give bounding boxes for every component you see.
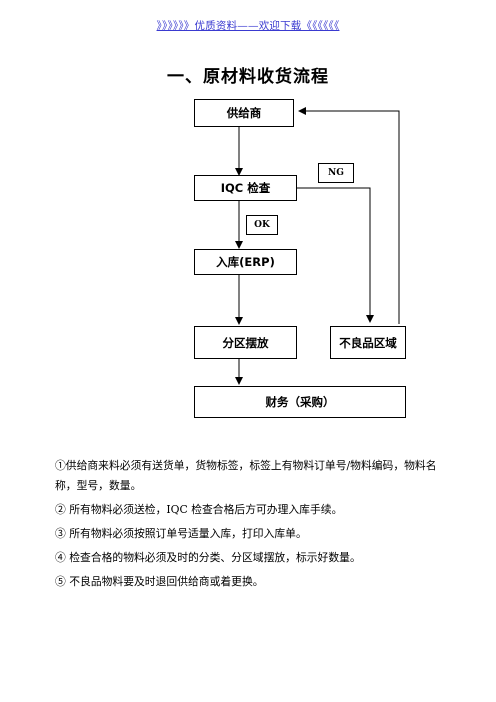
ok-label: OK	[246, 215, 278, 235]
arrow-iqc-to-defect	[297, 187, 374, 323]
arrow-defect-to-supplier	[298, 107, 400, 324]
note-item: ② 所有物料必须送检，IQC 检查合格后方可办理入库手续。	[55, 503, 343, 516]
page-title: 一、原材料收货流程	[167, 67, 329, 87]
warehouse-label: 入库(ERP)	[216, 255, 275, 269]
note-item: ④ 检查合格的物料必须及时的分类、分区域摆放，标示好数量。	[55, 551, 361, 564]
finance-label: 财务（采购）	[265, 395, 335, 409]
finance-box: 财务（采购）	[194, 386, 406, 418]
zoning-box: 分区摆放	[194, 326, 297, 359]
warehouse-box: 入库(ERP)	[194, 249, 297, 275]
download-banner[interactable]: 》》》》》》优质资料——欢迎下载《《《《《《	[156, 20, 340, 32]
iqc-label: IQC 检查	[220, 181, 271, 195]
note-item: ⑤ 不良品物料要及时退回供给商或着更换。	[55, 575, 264, 588]
defect-area-label: 不良品区域	[339, 335, 397, 350]
zoning-label: 分区摆放	[222, 335, 269, 350]
iqc-box: IQC 检查	[194, 175, 297, 201]
note-item: ①供给商来料必须有送货单，货物标签，标签上有物料订单号/物料编码，物料名称，型号…	[55, 459, 437, 492]
note-item: ③ 所有物料必须按照订单号适量入库，打印入库单。	[55, 527, 307, 540]
ng-label: NG	[318, 163, 354, 183]
supplier-label: 供给商	[226, 106, 262, 120]
notes-list: ①供给商来料必须有送货单，货物标签，标签上有物料订单号/物料编码，物料名称，型号…	[55, 456, 445, 596]
defect-area-box: 不良品区域	[330, 326, 406, 359]
supplier-box: 供给商	[194, 99, 294, 127]
